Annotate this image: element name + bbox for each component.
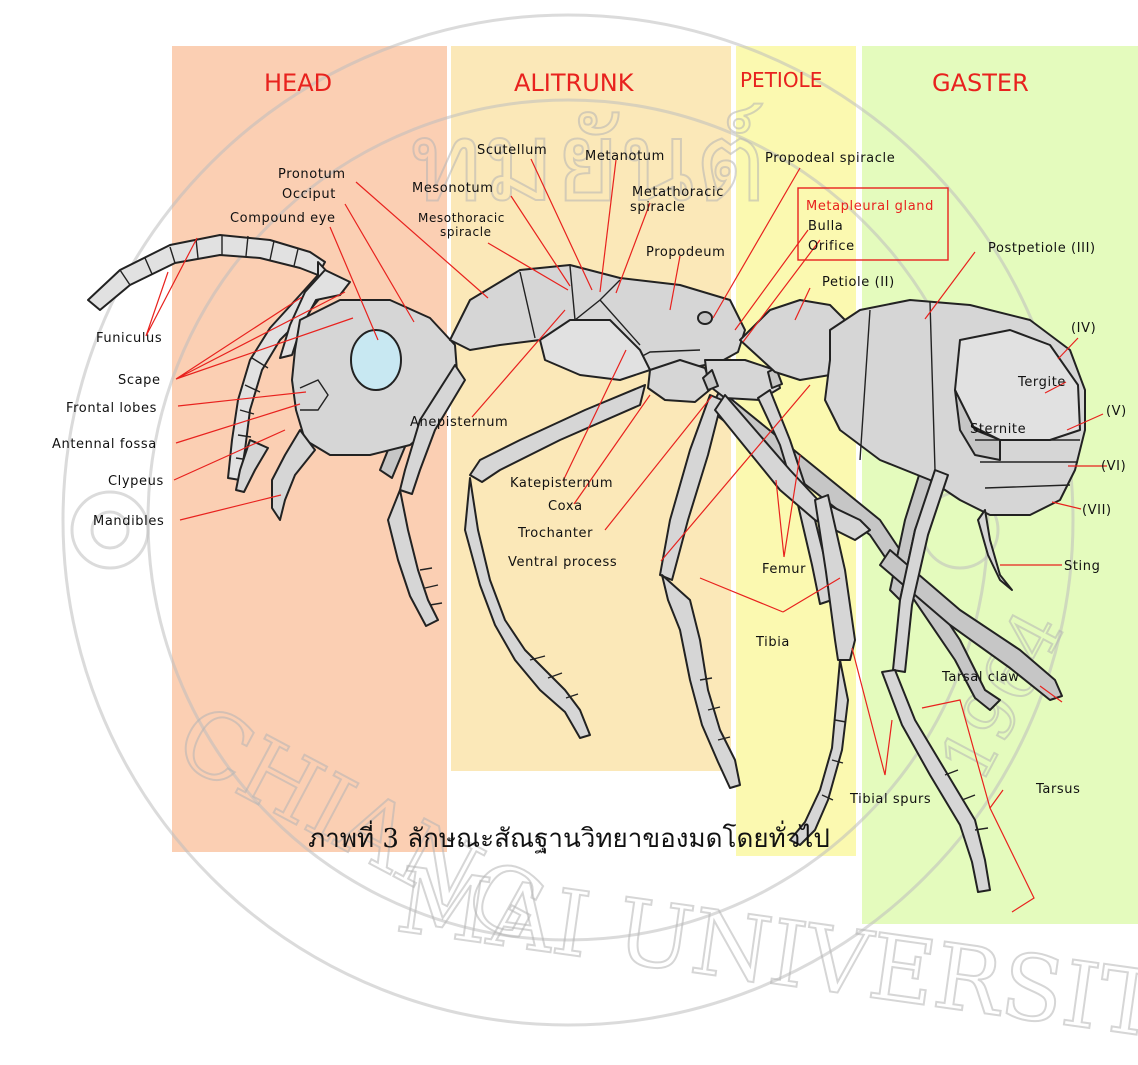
label-postpetiole-iii: Postpetiole (III) xyxy=(988,241,1096,256)
label-seg-v: (V) xyxy=(1106,404,1127,419)
label-metapleural-gland: Metapleural gland xyxy=(806,199,934,214)
label-compound-eye: Compound eye xyxy=(230,211,336,226)
label-pronotum: Pronotum xyxy=(278,167,346,182)
label-tergite: Tergite xyxy=(1017,375,1066,390)
label-tarsal-claw: Tarsal claw xyxy=(941,670,1020,685)
label-trochanter: Trochanter xyxy=(517,526,593,541)
label-scape: Scape xyxy=(118,373,161,388)
label-bulla: Bulla xyxy=(808,219,843,234)
segment-title-petiole: PETIOLE xyxy=(740,68,822,92)
segment-title-head: HEAD xyxy=(264,69,332,97)
label-mesothoracic-1: Mesothoracic xyxy=(418,211,505,225)
label-ventral-process: Ventral process xyxy=(508,555,617,570)
label-clypeus: Clypeus xyxy=(108,474,164,489)
label-tibia: Tibia xyxy=(755,635,790,650)
compound-eye-shape xyxy=(351,330,401,390)
label-tibial-spurs: Tibial spurs xyxy=(849,792,931,807)
label-seg-iv: (IV) xyxy=(1071,321,1096,336)
label-metanotum: Metanotum xyxy=(585,149,665,164)
label-propodeum: Propodeum xyxy=(646,245,725,260)
label-metathoracic-1: Metathoracic xyxy=(632,185,724,200)
label-seg-vi: (VI) xyxy=(1101,459,1126,474)
label-metathoracic-2: spiracle xyxy=(630,200,686,215)
label-frontal-lobes: Frontal lobes xyxy=(66,401,157,416)
figure-caption: ภาพที่ 3 ลักษณะสัณฐานวิทยาของมดโดยทั่วไป xyxy=(0,818,1138,859)
label-anepisternum: Anepisternum xyxy=(410,415,508,430)
label-antennal-fossa: Antennal fossa xyxy=(52,437,157,452)
label-katepisternum: Katepisternum xyxy=(510,476,613,491)
label-orifice: Orifice xyxy=(808,239,855,254)
label-sternite: Sternite xyxy=(970,422,1026,437)
segment-title-gaster: GASTER xyxy=(932,69,1029,97)
label-tarsus: Tarsus xyxy=(1035,782,1081,797)
label-mandibles: Mandibles xyxy=(93,514,164,529)
label-femur: Femur xyxy=(762,562,806,577)
label-propodeal-spiracle: Propodeal spiracle xyxy=(765,151,895,166)
label-occiput: Occiput xyxy=(282,187,336,202)
label-petiole-ii: Petiole (II) xyxy=(822,275,895,290)
label-mesothoracic-2: spiracle xyxy=(440,225,492,239)
label-funiculus: Funiculus xyxy=(96,331,162,346)
label-scutellum: Scutellum xyxy=(477,143,547,158)
segment-title-alitrunk: ALITRUNK xyxy=(514,69,635,97)
label-seg-vii: (VII) xyxy=(1082,503,1112,518)
label-sting: Sting xyxy=(1064,559,1100,574)
label-mesonotum: Mesonotum xyxy=(412,181,494,196)
label-coxa: Coxa xyxy=(548,499,583,514)
